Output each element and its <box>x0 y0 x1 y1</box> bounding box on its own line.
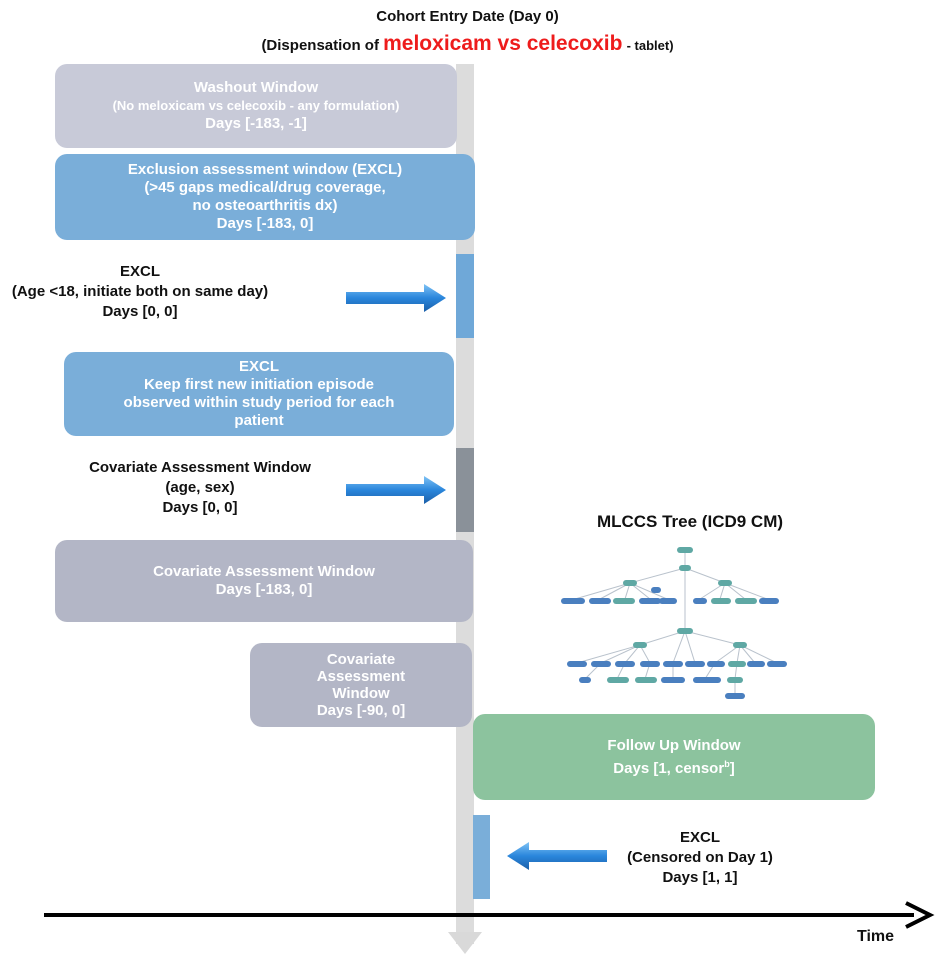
dispensation-suffix: - tablet) <box>626 38 674 53</box>
excl-first-episode-box: EXCL Keep first new initiation episode o… <box>64 352 454 436</box>
excl-first-line-2: Keep first new initiation episode <box>143 376 375 393</box>
time-axis-line <box>44 913 914 917</box>
excl-censored-line-3: Days [1, 1] <box>662 869 738 886</box>
excl-censored-line-1: EXCL <box>679 829 720 846</box>
mlccs-tree-graphic <box>561 547 787 699</box>
excl-age-label: EXCL (Age <18, initiate both on same day… <box>0 262 280 322</box>
covariate-90-line-2: Assessment <box>316 668 406 685</box>
washout-window-box: Washout Window (No meloxicam vs celecoxi… <box>55 64 457 148</box>
covariate-age-line-1: Covariate Assessment Window <box>89 459 311 476</box>
covariate-183-line-1: Covariate Assessment Window <box>153 563 375 580</box>
followup-days-text: Days [1, censor <box>613 759 725 777</box>
followup-window-box: Follow Up Window Days [1, censorb] <box>473 714 875 800</box>
covariate-age-line-2: (age, sex) <box>165 479 235 496</box>
mlccs-title: MLCCS Tree (ICD9 CM) <box>596 512 784 531</box>
followup-title: Follow Up Window <box>607 736 741 754</box>
time-axis-arrowhead <box>905 901 935 929</box>
excl-age-line-3: Days [0, 0] <box>102 303 178 320</box>
dispensation-prefix: (Dispensation of <box>261 37 379 54</box>
excl-first-line-1: EXCL <box>238 358 279 375</box>
covariate-183-line-2: Days [-183, 0] <box>215 581 313 598</box>
exclusion-line-3: no osteoarthritis dx) <box>192 197 338 214</box>
covariate-90-box: Covariate Assessment Window Days [-90, 0… <box>250 643 472 727</box>
exclusion-line-1: Exclusion assessment window (EXCL) <box>127 161 403 178</box>
covariate-age-line-3: Days [0, 0] <box>162 499 238 516</box>
excl-first-line-3: observed within study period for each <box>123 394 395 411</box>
cohort-entry-title: Cohort Entry Date (Day 0) <box>376 8 559 25</box>
covariate-90-line-4: Days [-90, 0] <box>316 702 406 719</box>
covariate-90-line-1: Covariate <box>326 651 396 668</box>
timeline-arrowhead <box>448 932 482 954</box>
dispensation-subtitle: (Dispensation of meloxicam vs celecoxib … <box>0 32 935 56</box>
exclusion-line-2: (>45 gaps medical/drug coverage, <box>144 179 386 196</box>
followup-days-end: ] <box>729 759 735 777</box>
washout-title: Washout Window <box>193 79 319 96</box>
covariate-90-line-3: Window <box>332 685 390 702</box>
excl-censored-line-2: (Censored on Day 1) <box>627 849 773 866</box>
excl-age-line-2: (Age <18, initiate both on same day) <box>11 283 269 300</box>
followup-days: Days [1, censorb] <box>613 755 734 778</box>
time-axis-label: Time <box>857 928 895 945</box>
exclusion-line-4: Days [-183, 0] <box>216 215 314 232</box>
covariate-age-day-marker <box>456 448 474 532</box>
drug-names: meloxicam vs celecoxib <box>383 32 623 55</box>
excl-censored-label: EXCL (Censored on Day 1) Days [1, 1] <box>600 828 800 888</box>
covariate-age-arrow <box>346 476 446 504</box>
exclusion-assessment-box: Exclusion assessment window (EXCL) (>45 … <box>55 154 475 240</box>
censored-arrow <box>507 842 607 870</box>
washout-days: Days [-183, -1] <box>205 115 307 132</box>
covariate-183-box: Covariate Assessment Window Days [-183, … <box>55 540 473 622</box>
excl-age-line-1: EXCL <box>119 263 160 280</box>
washout-detail: (No meloxicam vs celecoxib - any formula… <box>112 98 400 113</box>
excl-age-arrow <box>346 284 446 312</box>
covariate-age-label: Covariate Assessment Window (age, sex) D… <box>40 458 360 518</box>
excl-first-line-4: patient <box>234 412 284 429</box>
followup-superscript: b <box>724 758 730 769</box>
excl-age-day-marker <box>456 254 474 338</box>
censored-day-marker <box>473 815 490 899</box>
